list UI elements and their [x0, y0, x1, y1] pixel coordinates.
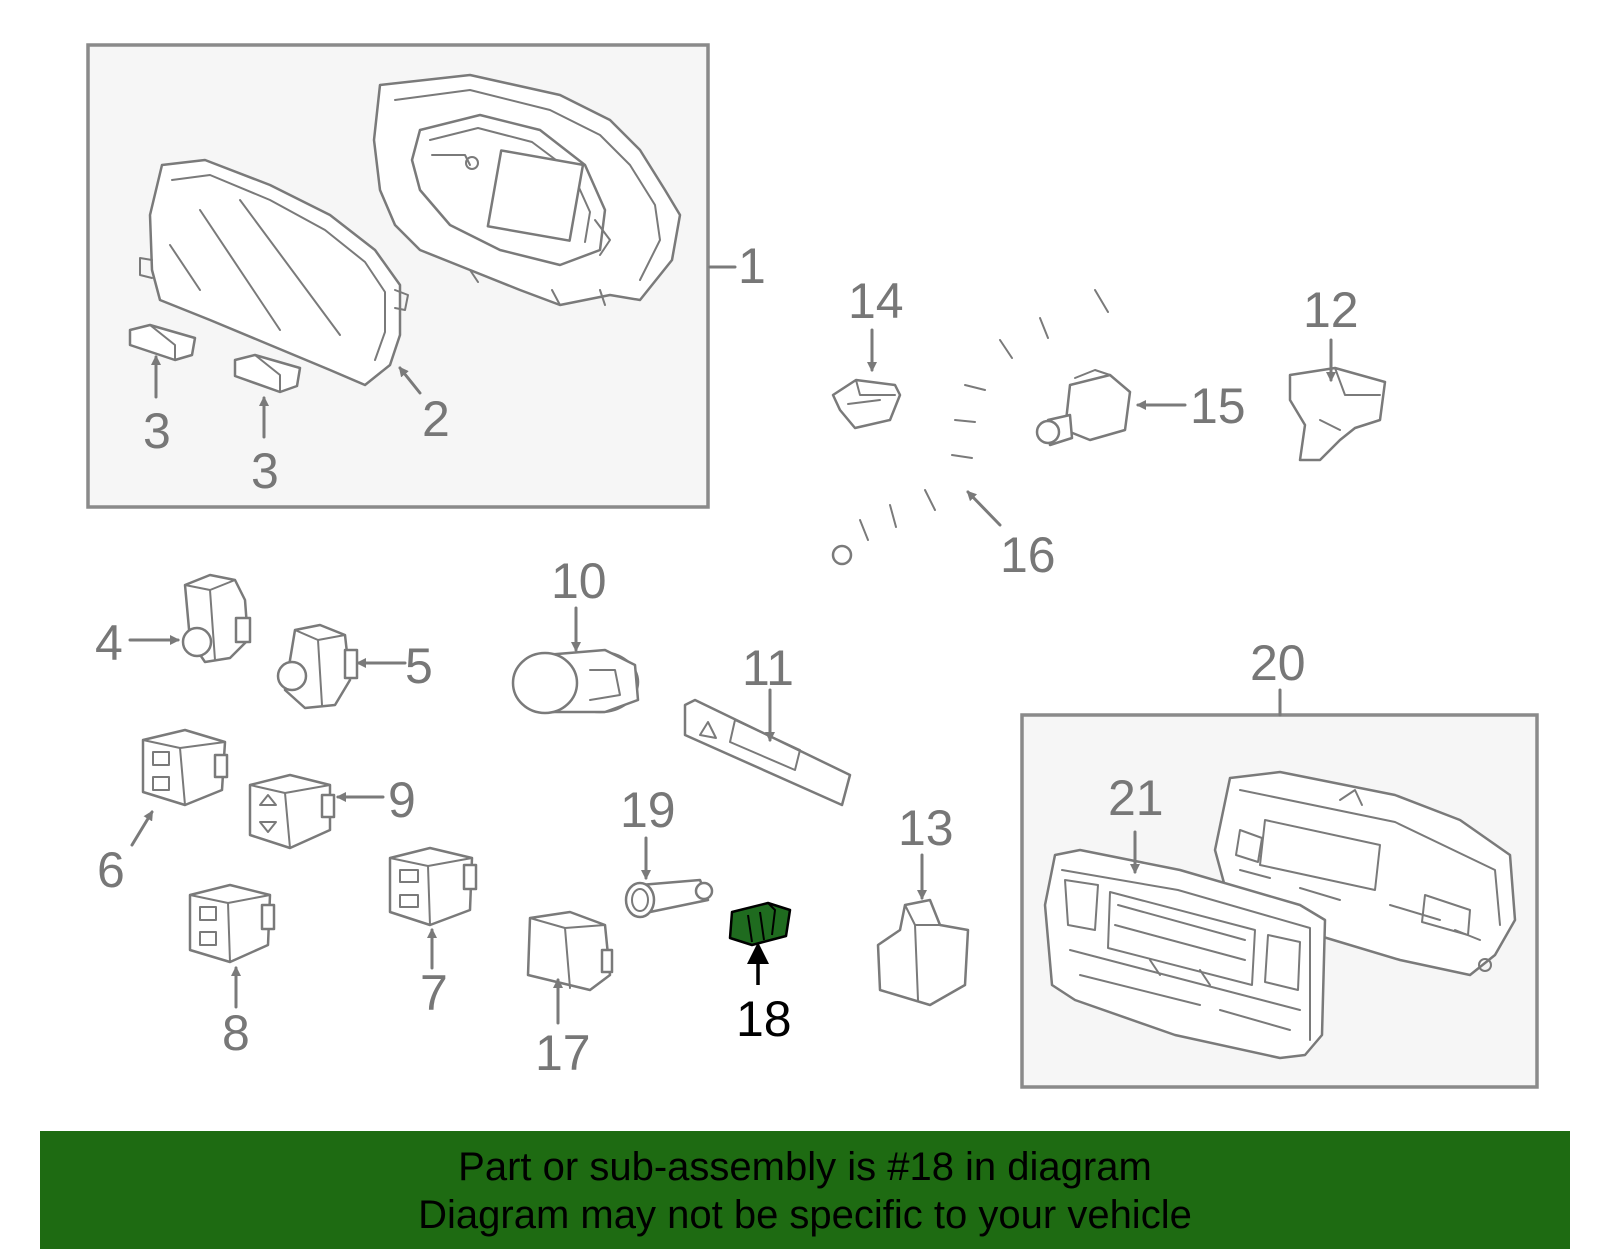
callout-15: 15: [1190, 378, 1246, 434]
callout-6: 6: [97, 842, 125, 898]
clip-part-3a[interactable]: [128, 323, 197, 362]
bracket-part-13[interactable]: [876, 898, 970, 1007]
callout-18: 18: [736, 991, 792, 1047]
banner-line-2: Diagram may not be specific to your vehi…: [418, 1193, 1192, 1237]
callout-7: 7: [420, 965, 448, 1021]
callout-19: 19: [620, 782, 676, 838]
callout-17: 17: [535, 1025, 591, 1081]
climate-bezel-part-21[interactable]: [1043, 848, 1327, 1060]
cluster-housing-part[interactable]: [372, 73, 682, 307]
sensor-part-15[interactable]: [1035, 369, 1132, 447]
switch-part-10[interactable]: [511, 648, 640, 715]
switch-part-6[interactable]: [141, 728, 229, 807]
callout-21: 21: [1108, 770, 1164, 826]
bracket-part-12[interactable]: [1288, 366, 1387, 462]
info-banner: Part or sub-assembly is #18 in diagram D…: [40, 1131, 1570, 1249]
switch-part-8[interactable]: [188, 883, 276, 964]
cluster-lens-part[interactable]: [139, 158, 409, 387]
switch-part-9[interactable]: [248, 773, 336, 850]
callout-20: 20: [1250, 635, 1306, 691]
callout-3b: 3: [251, 443, 279, 499]
switch-part-5[interactable]: [276, 623, 359, 710]
callout-12: 12: [1303, 282, 1359, 338]
callout-11: 11: [742, 640, 794, 696]
callout-10: 10: [551, 553, 607, 609]
callout-14: 14: [848, 273, 904, 329]
callout-9: 9: [388, 772, 416, 828]
clip-part-3b[interactable]: [233, 353, 302, 394]
callout-1: 1: [738, 238, 766, 294]
callout-2: 2: [422, 391, 450, 447]
callout-16: 16: [1000, 527, 1056, 583]
callout-3a: 3: [143, 403, 171, 459]
callout-8: 8: [222, 1005, 250, 1061]
switch-part-7[interactable]: [388, 846, 478, 927]
callout-13: 13: [898, 800, 954, 856]
callout-5: 5: [405, 638, 433, 694]
banner-line-1: Part or sub-assembly is #18 in diagram: [458, 1145, 1152, 1189]
switch-part-4[interactable]: [181, 573, 252, 664]
highlighted-part-18[interactable]: [728, 901, 792, 947]
bracket-part-14[interactable]: [831, 378, 902, 430]
panel-strip-part-11[interactable]: [683, 698, 852, 807]
callout-4: 4: [95, 615, 123, 671]
bulb-part-19[interactable]: [624, 878, 714, 919]
wire-harness-part-16[interactable]: [831, 289, 1109, 566]
switch-part-17[interactable]: [526, 910, 614, 992]
